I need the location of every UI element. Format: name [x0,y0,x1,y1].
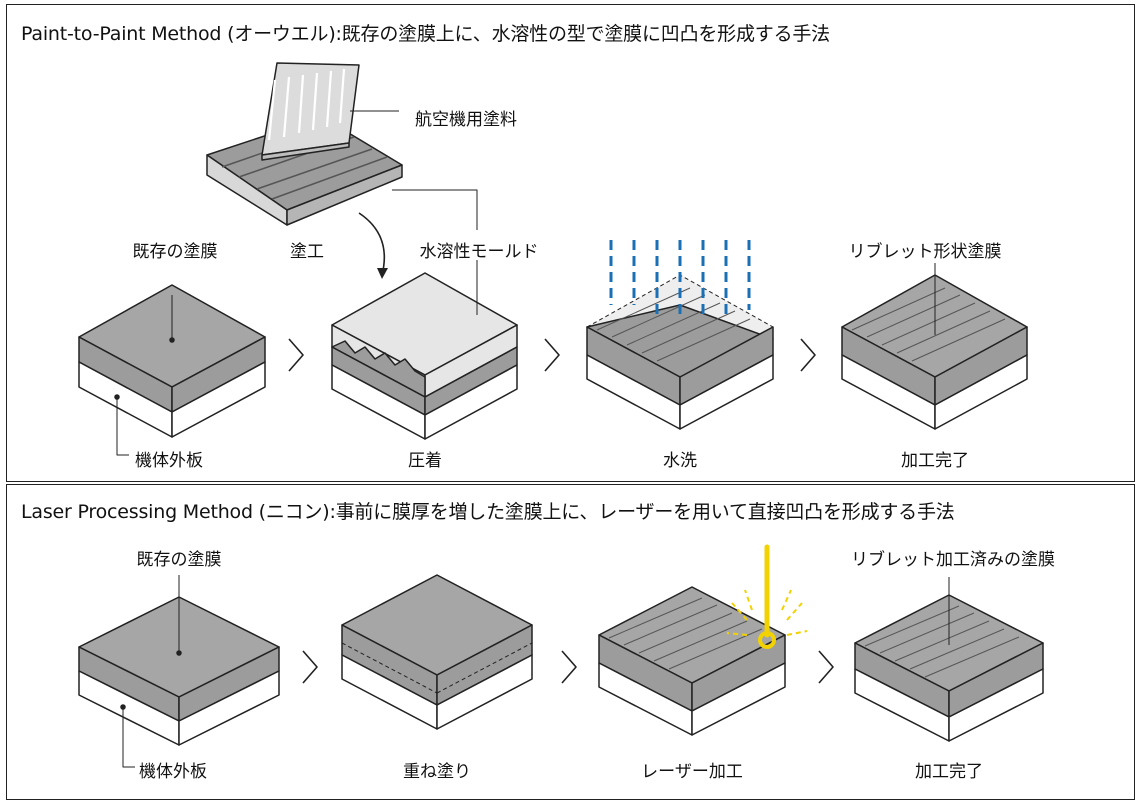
block-existing-coating-bottom [78,575,280,768]
laser-processing-title: Laser Processing Method (ニコン):事前に膜厚を増した塗… [21,501,955,523]
label-press: 圧着 [408,451,442,471]
block-done-top [841,263,1028,430]
label-riblet-done-coating: リブレット加工済みの塗膜 [851,550,1055,570]
label-laser: レーザー加工 [641,762,743,782]
laser-processing-diagram [78,544,1044,768]
paint-to-paint-title: Paint-to-Paint Method (オーウエル):既存の塗膜上に、水溶… [21,23,830,45]
label-recoat: 重ね塗り [403,762,471,782]
label-aircraft-paint: 航空機用塗料 [415,110,517,130]
block-existing-coating [78,284,266,456]
label-airframe-plate: 機体外板 [135,451,203,471]
paint-to-paint-panel: Paint-to-Paint Method (オーウエル):既存の塗膜上に、水溶… [6,4,1135,482]
coating-applicator-illustration [206,62,478,279]
label-coating-apply: 塗工 [290,242,324,262]
block-wash [586,240,774,430]
label-riblet-coating: リブレット形状塗膜 [848,242,1002,262]
label-airframe-plate-bottom: 機体外板 [139,762,207,782]
label-wash: 水洗 [663,451,697,471]
label-existing-coating: 既存の塗膜 [132,242,218,262]
block-laser [598,544,808,736]
label-done-top: 加工完了 [901,451,969,471]
block-done-bottom [854,577,1044,742]
label-water-mold: 水溶性モールド [419,242,539,262]
label-done-bottom: 加工完了 [915,762,983,782]
laser-processing-panel: Laser Processing Method (ニコン):事前に膜厚を増した塗… [6,484,1135,800]
paint-to-paint-diagram [78,62,1028,456]
block-recoat [341,574,533,730]
label-existing-coating-bottom: 既存の塗膜 [136,550,222,570]
block-press [331,260,518,440]
